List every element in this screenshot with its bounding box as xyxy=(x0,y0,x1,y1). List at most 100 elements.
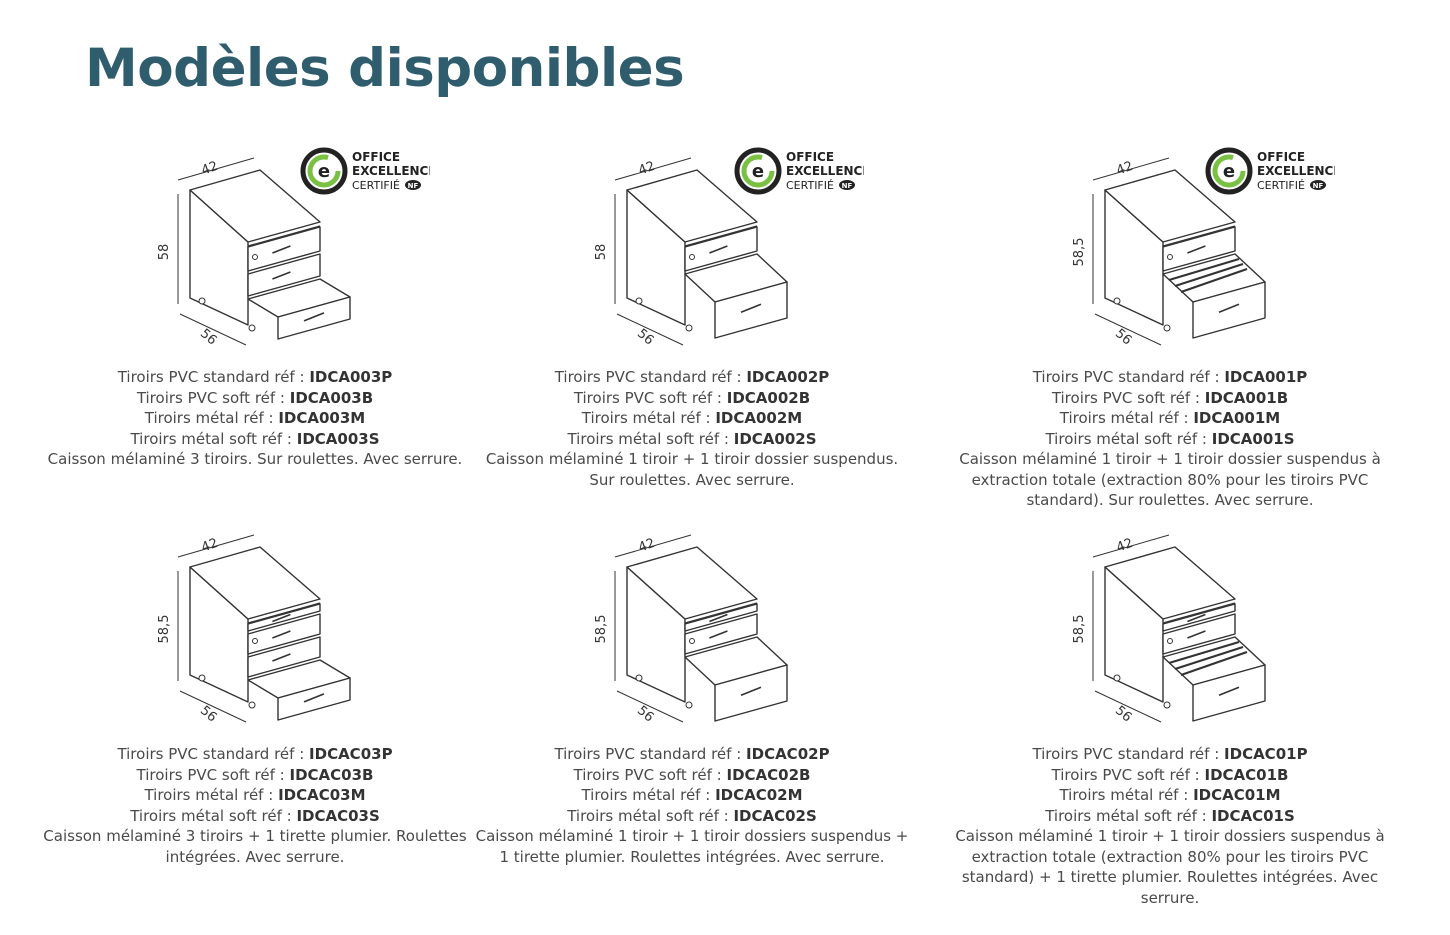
reference-code: IDCAC03S xyxy=(296,806,380,825)
dimension-width: 42 xyxy=(636,536,657,556)
drawer-handle xyxy=(709,613,728,623)
badge-nf-mark: NF xyxy=(842,182,853,190)
model-description: Caisson mélaminé 1 tiroir + 1 tiroir dos… xyxy=(475,827,909,866)
reference-line: Tiroirs PVC standard réf : IDCAC01P xyxy=(950,744,1390,765)
drawer-handle xyxy=(1187,245,1206,254)
reference-label: Tiroirs métal réf : xyxy=(1059,786,1194,804)
drawer-handle xyxy=(272,630,291,639)
badge-line2: EXCELLENCE xyxy=(352,164,430,178)
reference-label: Tiroirs PVC standard réf : xyxy=(1032,745,1225,763)
reference-code: IDCA001P xyxy=(1224,368,1308,386)
drawer-handle xyxy=(1187,630,1206,639)
dimension-width-line xyxy=(177,534,255,558)
bottom-drawer-front xyxy=(714,664,788,722)
badge-line2: EXCELLENCE xyxy=(1257,164,1335,178)
reference-code: IDCA002B xyxy=(726,388,811,407)
reference-code: IDCA002M xyxy=(715,409,803,427)
top-edge xyxy=(684,225,758,247)
badge-nf-mark: NF xyxy=(408,182,419,190)
reference-line: Tiroirs PVC soft réf : IDCAC02B xyxy=(472,765,912,786)
badge-line1: OFFICE xyxy=(1257,150,1305,164)
badge-nf-mark: NF xyxy=(1313,182,1324,190)
drawer-rail xyxy=(1168,257,1240,282)
reference-label: Tiroirs PVC standard réf : xyxy=(117,368,310,386)
reference-code: IDCA003P xyxy=(309,368,393,386)
reference-label: Tiroirs métal réf : xyxy=(144,786,279,804)
castor-icon xyxy=(1163,324,1171,332)
dimension-width: 42 xyxy=(636,159,657,179)
castor-icon xyxy=(635,674,643,682)
dimension-width-line xyxy=(177,157,255,181)
lock-icon xyxy=(1167,254,1173,260)
drawer-rail xyxy=(1180,267,1248,294)
dimension-width: 42 xyxy=(1114,536,1135,556)
reference-label: Tiroirs PVC standard réf : xyxy=(117,745,310,763)
dimension-width: 42 xyxy=(199,159,220,179)
dimension-depth-line xyxy=(616,690,684,723)
reference-code: IDCA003S xyxy=(296,429,380,448)
bottom-drawer-front xyxy=(714,281,788,339)
lock-icon xyxy=(1167,638,1173,644)
castor-icon xyxy=(198,674,206,682)
reference-line: Tiroirs PVC soft réf : IDCAC01B xyxy=(950,765,1390,786)
reference-label: Tiroirs métal soft réf : xyxy=(567,429,734,448)
drawer-handle xyxy=(740,303,762,313)
reference-label: Tiroirs métal soft réf : xyxy=(130,806,297,825)
reference-label: Tiroirs métal réf : xyxy=(144,409,279,427)
reference-line: Tiroirs métal soft réf : IDCAC03S xyxy=(35,806,475,827)
drawer-rail xyxy=(1174,645,1244,671)
reference-code: IDCAC01M xyxy=(1193,786,1281,804)
cabinet-top xyxy=(1104,169,1236,243)
reference-code: IDCAC01P xyxy=(1224,745,1308,763)
badge-line1: OFFICE xyxy=(786,150,834,164)
reference-line: Tiroirs PVC soft réf : IDCA003B xyxy=(35,388,475,409)
reference-label: Tiroirs métal réf : xyxy=(581,409,716,427)
reference-label: Tiroirs PVC soft réf : xyxy=(1051,388,1205,407)
page-title: Modèles disponibles xyxy=(85,38,685,99)
reference-code: IDCAC01B xyxy=(1204,765,1289,784)
reference-label: Tiroirs PVC soft réf : xyxy=(573,388,727,407)
top-edge xyxy=(684,602,758,624)
castor-icon xyxy=(1113,674,1121,682)
reference-line: Tiroirs PVC soft réf : IDCAC03B xyxy=(35,765,475,786)
dimension-depth-line xyxy=(179,690,247,723)
badge-line1: OFFICE xyxy=(352,150,400,164)
model-info: Tiroirs PVC standard réf : IDCA003P Tiroi… xyxy=(35,367,475,470)
reference-line: Tiroirs PVC standard réf : IDCA001P xyxy=(950,367,1390,388)
drawer-handle xyxy=(709,630,728,639)
dimension-height: 58,5 xyxy=(157,615,172,644)
lock-icon xyxy=(252,638,258,644)
reference-label: Tiroirs métal soft réf : xyxy=(130,429,297,448)
dimension-width-line xyxy=(1092,534,1170,558)
model-description: Caisson mélaminé 1 tiroir + 1 tiroir dos… xyxy=(485,450,899,489)
top-edge xyxy=(1162,602,1236,624)
reference-line: Tiroirs métal soft réf : IDCAC01S xyxy=(950,806,1390,827)
reference-label: Tiroirs PVC soft réf : xyxy=(1051,765,1205,784)
reference-code: IDCA001S xyxy=(1211,429,1295,448)
castor-icon xyxy=(635,297,643,305)
bottom-drawer-front xyxy=(1192,664,1266,722)
drawer-handle xyxy=(1218,686,1240,696)
lock-icon xyxy=(689,254,695,260)
dimension-height: 58,5 xyxy=(1072,615,1087,644)
dimension-width-line xyxy=(614,534,692,558)
dimension-depth: 56 xyxy=(197,326,219,348)
cabinet-top xyxy=(1104,546,1236,620)
dimension-depth: 56 xyxy=(197,703,219,725)
drawer-handle xyxy=(272,271,291,280)
reference-code: IDCA001M xyxy=(1193,409,1281,427)
dimension-depth: 56 xyxy=(634,326,656,348)
bottom-drawer-front xyxy=(277,296,351,340)
lock-icon xyxy=(689,638,695,644)
reference-line: Tiroirs métal soft réf : IDCA001S xyxy=(950,429,1390,450)
model-description: Caisson mélaminé 3 tiroirs. Sur roulette… xyxy=(47,450,463,468)
svg-text:e: e xyxy=(1223,161,1235,182)
reference-line: Tiroirs PVC standard réf : IDCA002P xyxy=(472,367,912,388)
top-edge xyxy=(1162,225,1236,247)
